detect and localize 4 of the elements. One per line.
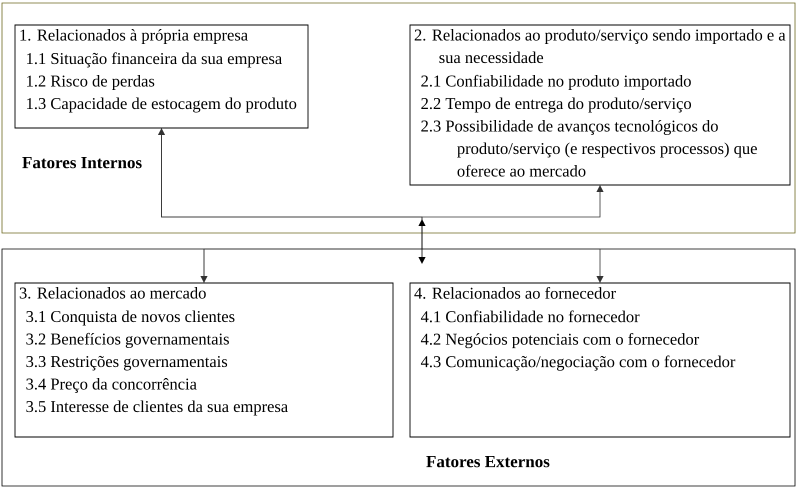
text-box: 3. Relacionados ao mercado 3.1 Conquista de novos clientes 3.2 Benefícios governamentais 3.3 Restrições governamentais 3.4 Preço da concorrência 3.5 Interesse de clientes da sua empresa: [14, 282, 394, 438]
text-box: 2. Relacionados ao produto/serviço sendo importado e a sua necessidade 2.1 Confiabilidade no produto importado 2.2 Tempo de entrega do produto/serviço 2.3 Possibilidade de avanços tecnológicos do produto/serviço (e respectivos processos) que oferece ao mercado: [410, 24, 790, 186]
text-box: 1. Relacionados à própria empresa 1.1 Situação financeira da sua empresa 1.2 Risco de perdas 1.3 Capacidade de estocagem do produto: [14, 24, 308, 128]
text-box: 4. Relacionados ao fornecedor 4.1 Confiabilidade no fornecedor 4.2 Negócios potenciais com o fornecedor 4.3 Comunicação/negociação com o fornecedor: [410, 282, 790, 438]
